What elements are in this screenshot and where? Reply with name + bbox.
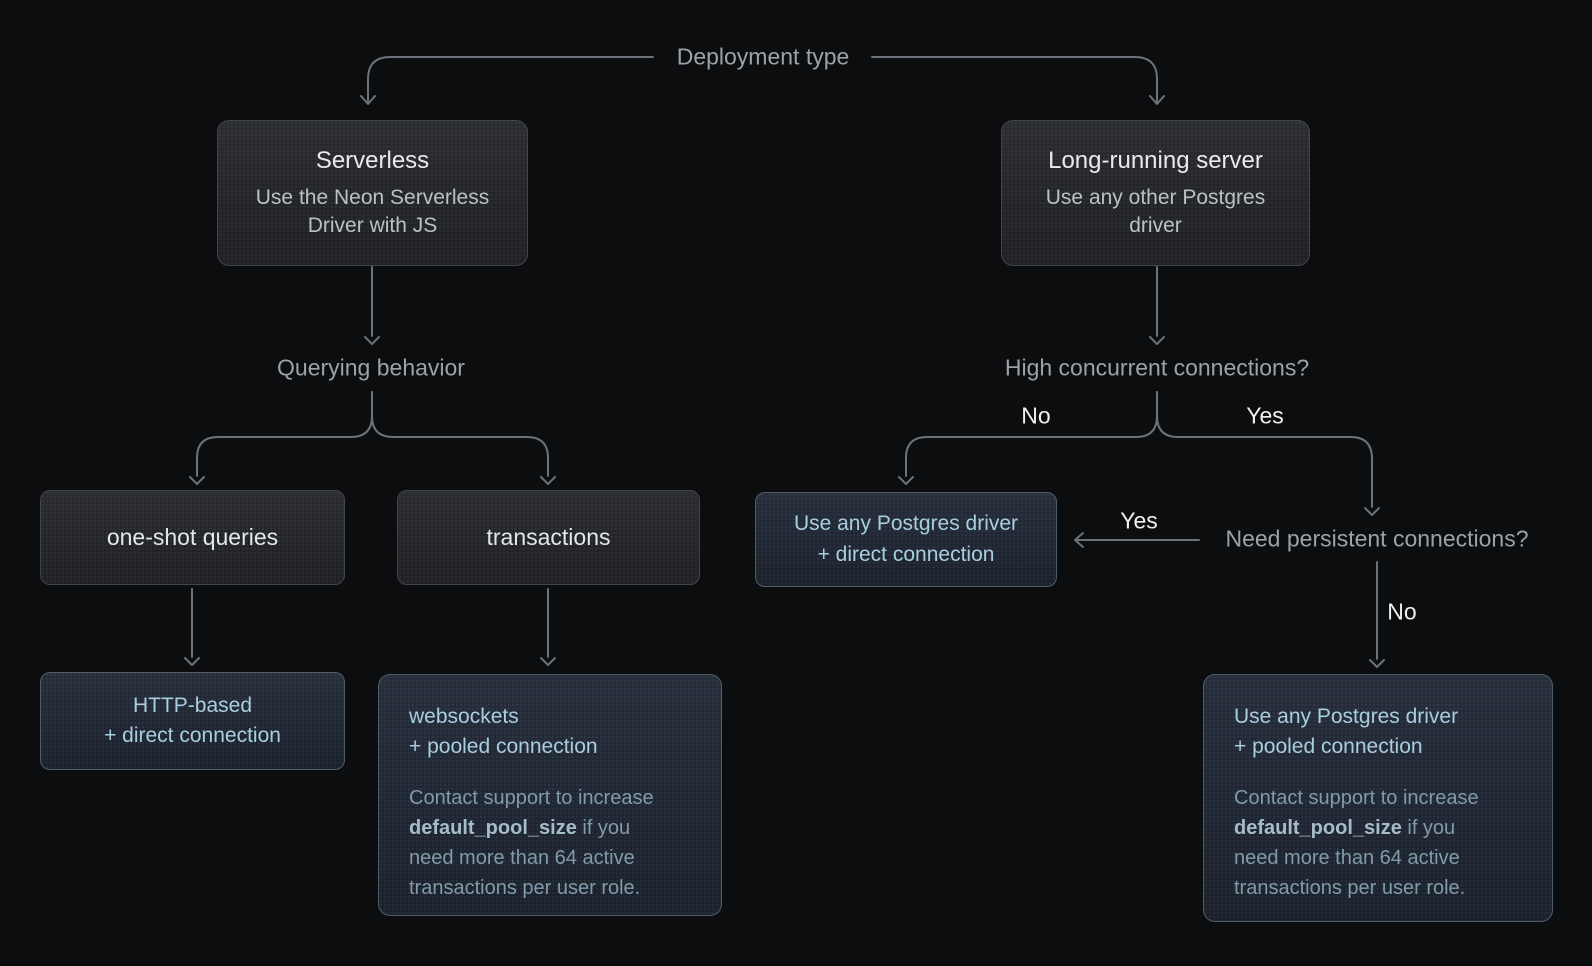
long-running-server-node: Long-running server Use any other Postgr… bbox=[1001, 120, 1310, 266]
long-running-server-subtitle: Use any other Postgres driver bbox=[1045, 185, 1266, 237]
arrow-persistent-no-to-pooled bbox=[1369, 561, 1385, 668]
serverless-title: Serverless bbox=[315, 146, 430, 174]
websockets-result: websockets + pooled connection Contact s… bbox=[378, 674, 722, 916]
direct-result-line1: Use any Postgres driver bbox=[793, 512, 1019, 536]
one-shot-queries-label: one-shot queries bbox=[106, 524, 279, 550]
long-running-server-title: Long-running server bbox=[1048, 146, 1263, 174]
pooled-result-note: Contact support to increase default_pool… bbox=[1234, 783, 1492, 903]
serverless-node: Serverless Use the Neon Serverless Drive… bbox=[217, 120, 528, 266]
http-result-line2: + direct connection bbox=[104, 724, 281, 747]
persistent-no-label: No bbox=[1387, 598, 1417, 625]
note-pre-text: Contact support to increase bbox=[409, 787, 654, 810]
root-label: Deployment type bbox=[676, 43, 850, 70]
concurrent-yes-label: Yes bbox=[1246, 402, 1284, 429]
default-pool-size-code: default_pool_size bbox=[1234, 817, 1402, 840]
http-result: HTTP-based + direct connection bbox=[40, 672, 345, 770]
need-persistent-connections-label: Need persistent connections? bbox=[1225, 525, 1529, 552]
one-shot-queries-option: one-shot queries bbox=[40, 490, 345, 585]
arrow-querying-to-transactions bbox=[371, 391, 556, 485]
arrow-oneshot-to-http bbox=[184, 588, 200, 666]
websockets-result-line2: + pooled connection bbox=[409, 735, 598, 759]
transactions-option: transactions bbox=[397, 490, 700, 585]
direct-result-line2: + direct connection bbox=[817, 542, 995, 566]
http-result-line1: HTTP-based bbox=[132, 693, 253, 717]
pooled-result-line2: + pooled connection bbox=[1234, 735, 1423, 759]
arrow-concurrent-yes-to-persistent bbox=[1156, 391, 1380, 516]
arrow-persistent-yes-to-direct bbox=[1074, 532, 1200, 548]
websockets-result-line1: websockets bbox=[409, 705, 519, 728]
arrow-root-to-server bbox=[871, 56, 1165, 105]
pooled-result-line1: Use any Postgres driver bbox=[1234, 705, 1459, 728]
arrow-root-to-serverless bbox=[360, 56, 654, 105]
transactions-label: transactions bbox=[486, 524, 611, 550]
querying-behavior-label: Querying behavior bbox=[277, 354, 465, 381]
pooled-result: Use any Postgres driver + pooled connect… bbox=[1203, 674, 1553, 922]
serverless-subtitle: Use the Neon Serverless Driver with JS bbox=[255, 185, 490, 237]
high-concurrent-connections-label: High concurrent connections? bbox=[1004, 354, 1310, 381]
arrow-server-to-concurrent bbox=[1149, 266, 1165, 345]
arrow-serverless-to-querying bbox=[364, 266, 380, 345]
note-pre-text: Contact support to increase bbox=[1234, 787, 1479, 810]
arrow-querying-to-oneshot bbox=[189, 391, 373, 485]
concurrent-no-label: No bbox=[1021, 402, 1051, 429]
arrow-transactions-to-websockets bbox=[540, 588, 556, 666]
arrow-concurrent-no-to-direct bbox=[898, 391, 1158, 485]
note-post-text: if you need more than 64 active transact… bbox=[409, 817, 641, 900]
note-post-text: if you need more than 64 active transact… bbox=[1234, 817, 1466, 900]
direct-connection-result: Use any Postgres driver + direct connect… bbox=[755, 492, 1057, 587]
websockets-result-note: Contact support to increase default_pool… bbox=[409, 783, 667, 903]
default-pool-size-code: default_pool_size bbox=[409, 817, 577, 840]
persistent-yes-label: Yes bbox=[1120, 507, 1158, 534]
